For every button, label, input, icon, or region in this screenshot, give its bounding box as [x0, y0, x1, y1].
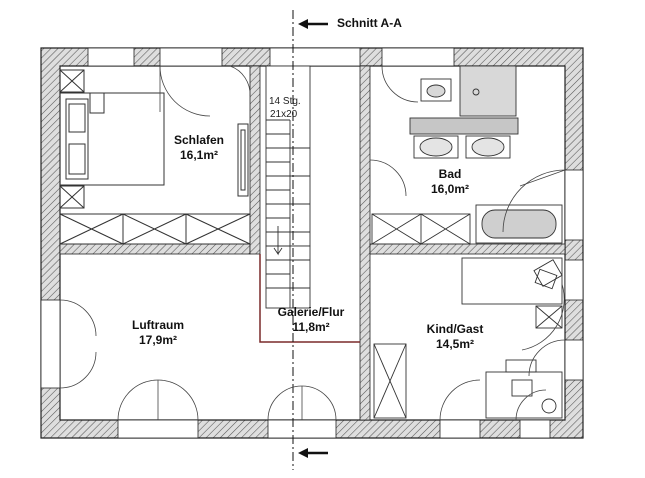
room-name: Luftraum: [132, 318, 184, 332]
room-name: Galerie/Flur: [277, 305, 345, 319]
door-swings-kind-bottom: [439, 379, 547, 421]
room-label-galerie: Galerie/Flur 11,8m²: [266, 305, 356, 335]
door-swings-galerie: [267, 385, 337, 421]
room-area: 11,8m²: [292, 320, 330, 334]
bath-cabinet: [371, 213, 471, 245]
room-area: 17,9m²: [138, 333, 178, 347]
stair-steps-label: 14 Stg.: [269, 96, 301, 107]
section-label: Schnitt A-A: [337, 16, 402, 30]
room-name: Bad: [438, 167, 462, 181]
room-label-schlafen: Schlafen 16,1m²: [158, 133, 240, 163]
room-label-bad: Bad 16,0m²: [410, 167, 490, 197]
door-swings-kind: [521, 283, 566, 377]
bathtub: [475, 204, 563, 244]
room-label-kind: Kind/Gast 14,5m²: [410, 322, 500, 352]
desk: [485, 359, 563, 419]
door-swings-top: [159, 65, 419, 117]
guest-bed: [461, 257, 563, 305]
room-label-luftraum: Luftraum 17,9m²: [116, 318, 200, 348]
door-swings-luftraum: [59, 299, 199, 421]
gallery-railing: [259, 254, 360, 343]
stair-dimension-label: 21x20: [270, 109, 298, 120]
room-area: 16,0m²: [430, 182, 470, 196]
shower: [459, 65, 517, 117]
room-name: Kind/Gast: [426, 322, 484, 336]
section-arrow-bottom: [298, 448, 328, 458]
bed: [59, 69, 165, 209]
room-area: 14,5m²: [435, 337, 475, 351]
interior-walls: [59, 65, 566, 421]
wardrobe: [59, 213, 251, 245]
wall-openings: [40, 47, 584, 439]
mirror: [237, 123, 249, 197]
vanity: [409, 117, 519, 159]
stair: [265, 65, 311, 309]
room-area: 16,1m²: [179, 148, 219, 162]
section-arrow-top: [298, 19, 328, 29]
toilet: [420, 78, 452, 102]
room-name: Schlafen: [173, 133, 224, 147]
door-swings-bad: [369, 159, 566, 233]
